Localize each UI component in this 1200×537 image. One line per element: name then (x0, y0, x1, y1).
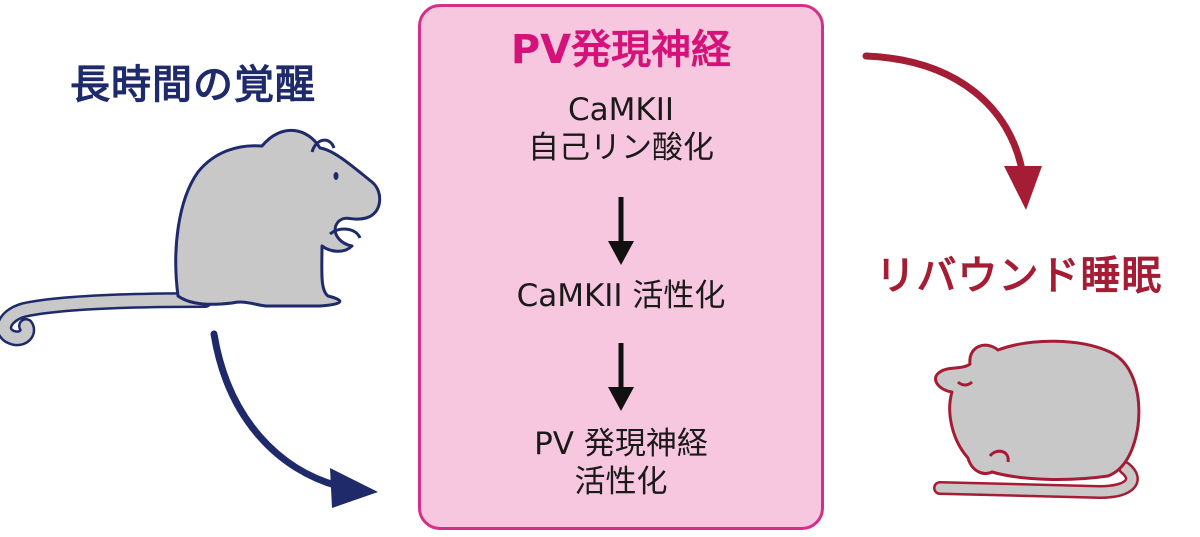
step-1-line-1: CaMKII (567, 92, 674, 128)
step-1-line-2: 自己リン酸化 (528, 130, 714, 166)
step-2-line-1: CaMKII 活性化 (516, 278, 726, 314)
step-pv-neuron-activation: PV 発現神経 活性化 (421, 425, 821, 501)
step-3-line-2: 活性化 (574, 464, 668, 500)
down-arrow-icon (608, 197, 634, 265)
rebound-sleep-label: リバウンド睡眠 (875, 253, 1163, 299)
pv-neuron-box: PV発現神経 CaMKII 自己リン酸化 CaMKII 活性化 PV 発現神経 … (418, 4, 824, 530)
step-camkii-activation: CaMKII 活性化 (421, 277, 821, 315)
curved-arrow-icon (862, 52, 1042, 210)
down-arrow-icon (608, 343, 634, 411)
step-3-line-1: PV 発現神経 (534, 426, 708, 462)
curved-arrow-icon (210, 330, 378, 508)
sleeping-mouse-icon (933, 339, 1141, 500)
step-camkii-autophosphorylation: CaMKII 自己リン酸化 (421, 91, 821, 167)
awake-mouse-icon (0, 129, 382, 347)
awake-label: 長時間の覚醒 (70, 62, 316, 108)
pv-neuron-title: PV発現神経 (510, 27, 732, 73)
